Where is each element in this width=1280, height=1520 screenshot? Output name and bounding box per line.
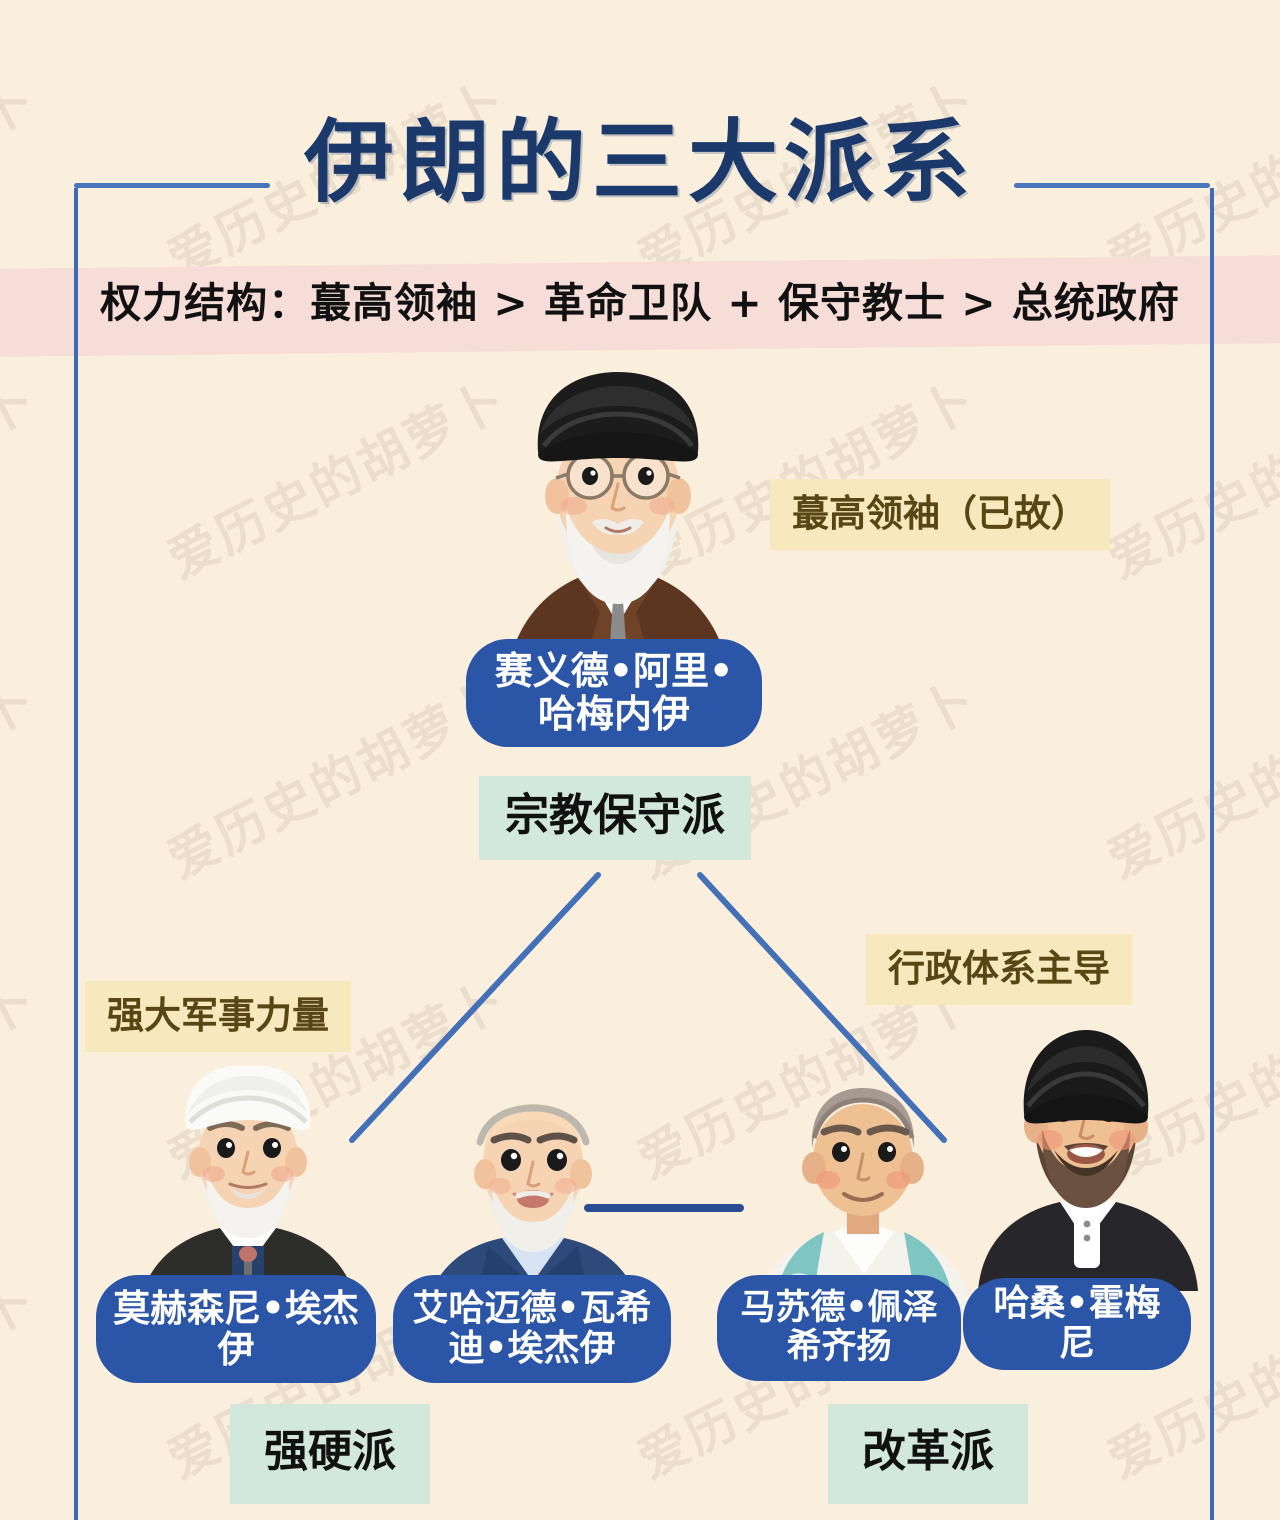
- watermark-text: 爱历史的胡萝卜: [0, 369, 46, 590]
- badge-supreme-leader: 蕞高领袖（已故）: [770, 479, 1110, 550]
- badge-religious-conservative: 宗教保守派: [479, 776, 751, 860]
- badge-strong-military: 强大军事力量: [85, 981, 351, 1052]
- badge-administrative-lead: 行政体系主导: [866, 934, 1132, 1005]
- watermark-text: 爱历史的胡萝卜: [0, 969, 46, 1190]
- watermark-text: 爱历史的胡萝卜: [1098, 369, 1280, 590]
- name-pill-ejei: 莫赫森尼•埃杰伊: [96, 1275, 376, 1383]
- frame-left-border: [74, 188, 78, 1520]
- name-pill-khomeini: 哈桑•霍梅尼: [963, 1278, 1191, 1370]
- name-pill-pezeshkian: 马苏德•佩泽希齐扬: [717, 1275, 961, 1381]
- badge-hardliners: 强硬派: [230, 1404, 430, 1504]
- name-pill-vahidi: 艾哈迈德•瓦希迪•埃杰伊: [393, 1275, 671, 1383]
- frame-top-right-segment: [1014, 183, 1210, 188]
- page-title: 伊朗的三大派系: [304, 110, 976, 215]
- frame-right-border: [1210, 188, 1214, 1520]
- watermark-text: 爱历史的胡萝卜: [0, 1269, 46, 1490]
- power-structure-subtitle: 权力结构：蕞高领袖 > 革命卫队 + 保守教士 > 总统政府: [100, 279, 1180, 327]
- portrait-khomeini: [966, 1026, 1206, 1291]
- badge-reformists: 改革派: [828, 1404, 1028, 1504]
- name-pill-khamenei: 赛义德•阿里•哈梅内伊: [466, 639, 762, 747]
- watermark-text: 爱历史的胡萝卜: [1098, 669, 1280, 890]
- frame-top-left-segment: [74, 183, 270, 188]
- watermark-text: 爱历史的胡萝卜: [0, 669, 46, 890]
